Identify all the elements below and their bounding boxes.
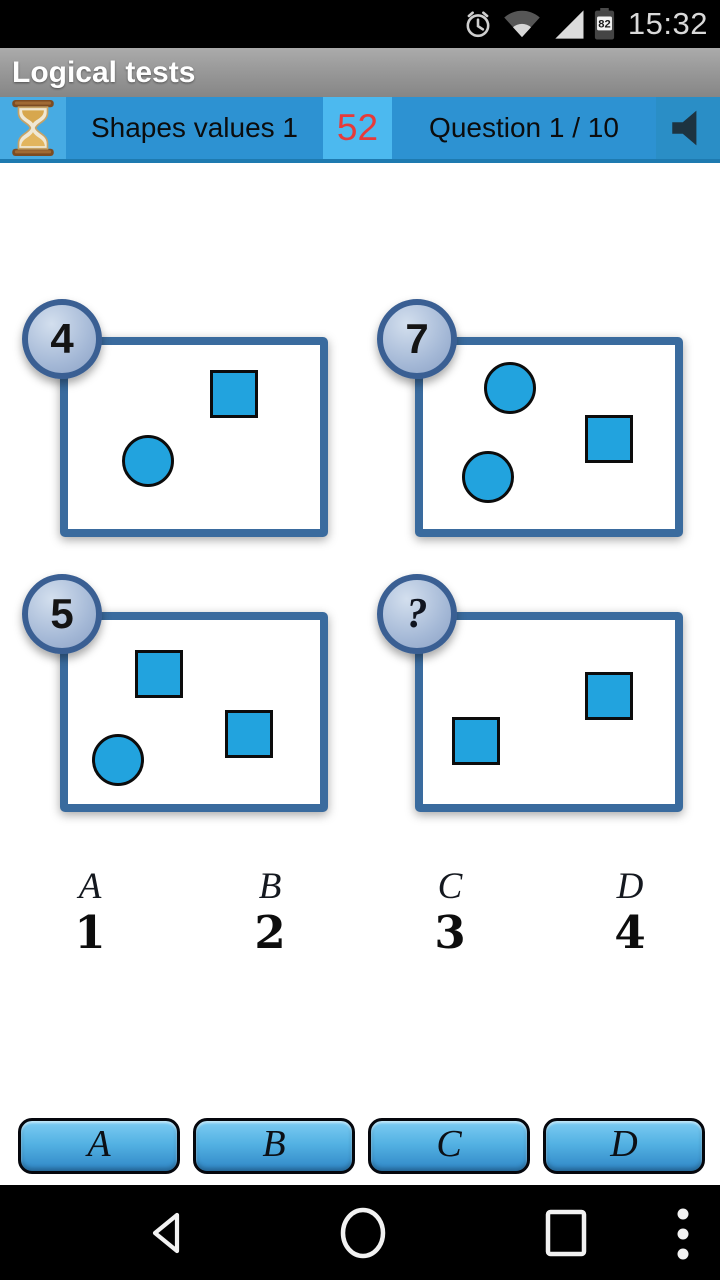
option-value: 2 — [254, 906, 286, 959]
signal-icon — [555, 9, 584, 39]
card-value-badge: 4 — [22, 299, 102, 379]
option-value: 1 — [74, 906, 106, 959]
puzzle-card: 5 — [22, 574, 328, 812]
wifi-icon — [504, 10, 540, 38]
back-icon[interactable] — [146, 1211, 184, 1255]
option-letter: C — [437, 866, 463, 907]
puzzle-card: ? — [377, 574, 683, 812]
circle-shape — [484, 362, 536, 414]
circle-shape — [462, 451, 514, 503]
answer-button-a[interactable]: A — [18, 1118, 180, 1174]
option-value: 4 — [614, 906, 646, 959]
clock-text: 15:32 — [627, 6, 708, 41]
status-bar: 82 15:32 — [0, 0, 720, 48]
battery-icon: 82 — [594, 8, 615, 40]
option-letter: B — [258, 866, 282, 907]
puzzle-card: 4 — [22, 299, 328, 537]
option-letter: D — [616, 866, 644, 907]
recents-icon[interactable] — [544, 1208, 588, 1258]
home-icon[interactable] — [339, 1207, 387, 1259]
circle-shape — [92, 734, 144, 786]
answer-button-c[interactable]: C — [368, 1118, 530, 1174]
battery-percent-text: 82 — [598, 19, 610, 31]
option-letter: A — [78, 866, 102, 907]
square-shape — [585, 415, 633, 463]
game-header: Shapes values 1 52 Question 1 / 10 — [0, 97, 720, 163]
sound-toggle-button[interactable] — [656, 97, 720, 159]
test-name: Shapes values 1 — [66, 97, 323, 159]
overflow-menu-icon[interactable] — [676, 1205, 690, 1265]
app-title: Logical tests — [12, 55, 196, 89]
square-shape — [210, 370, 258, 418]
option-value: 3 — [434, 906, 466, 959]
hourglass-section — [0, 97, 66, 159]
title-bar: Logical tests — [0, 48, 720, 97]
hourglass-icon — [12, 100, 54, 156]
card-value-badge: 7 — [377, 299, 457, 379]
speaker-icon — [672, 110, 697, 146]
question-counter: Question 1 / 10 — [392, 97, 656, 159]
alarm-icon — [466, 11, 490, 38]
navigation-bar — [0, 1185, 720, 1280]
square-shape — [225, 710, 273, 758]
timer-value: 52 — [323, 97, 392, 159]
puzzle-card: 7 — [377, 299, 683, 537]
square-shape — [135, 650, 183, 698]
square-shape — [452, 717, 500, 765]
square-shape — [585, 672, 633, 720]
circle-shape — [122, 435, 174, 487]
card-value-badge: 5 — [22, 574, 102, 654]
answer-button-b[interactable]: B — [193, 1118, 355, 1174]
answer-button-d[interactable]: D — [543, 1118, 705, 1174]
unknown-value-badge: ? — [377, 574, 457, 654]
